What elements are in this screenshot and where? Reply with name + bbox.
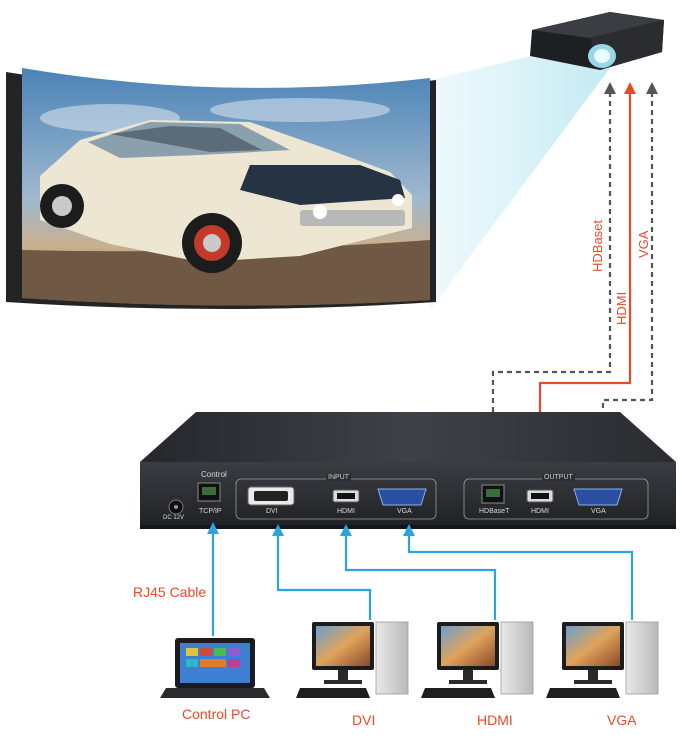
output-hdmi-label: HDMI bbox=[531, 508, 549, 515]
projector-beam bbox=[430, 40, 610, 310]
control-pc-laptop bbox=[160, 638, 270, 698]
vga-source-pc bbox=[546, 621, 659, 698]
dvi-cable bbox=[276, 532, 372, 620]
projector bbox=[530, 12, 664, 70]
vga-signal-label: VGA bbox=[636, 230, 651, 258]
vga-input-cable bbox=[407, 532, 634, 620]
hdmi-source-pc bbox=[421, 621, 534, 698]
dvi-source-pc bbox=[296, 621, 409, 698]
dc-label: DC 12V bbox=[163, 515, 185, 521]
vga-source-label: VGA bbox=[607, 712, 637, 728]
hdmi-source-label: HDMI bbox=[477, 712, 513, 728]
input-cables bbox=[207, 522, 634, 636]
input-group-label: INPUT bbox=[326, 474, 351, 481]
hdmi-input-cable bbox=[344, 532, 497, 620]
switcher-device bbox=[140, 412, 676, 529]
control-label: Control bbox=[201, 470, 227, 479]
input-dvi-label: DVI bbox=[266, 508, 278, 515]
hdbaset-arrow bbox=[604, 82, 616, 94]
vga-arrow bbox=[646, 82, 658, 94]
output-vga-label: VGA bbox=[591, 508, 606, 515]
hdbaset-signal-label: HDBaset bbox=[590, 219, 605, 272]
rj45-cable-label: RJ45 Cable bbox=[133, 584, 207, 600]
car-image bbox=[40, 120, 412, 273]
output-hdbaset-label: HDBaseT bbox=[479, 508, 510, 515]
tcpip-label: TCP/IP bbox=[199, 508, 222, 515]
output-group-label: OUTPUT bbox=[542, 474, 575, 481]
curved-screen bbox=[6, 68, 436, 309]
hdmi-arrow bbox=[624, 82, 636, 94]
input-vga-label: VGA bbox=[397, 508, 412, 515]
control-pc-label: Control PC bbox=[182, 706, 251, 722]
hdmi-signal-label: HDMI bbox=[614, 291, 629, 325]
input-hdmi-label: HDMI bbox=[337, 508, 355, 515]
dvi-source-label: DVI bbox=[352, 712, 376, 728]
